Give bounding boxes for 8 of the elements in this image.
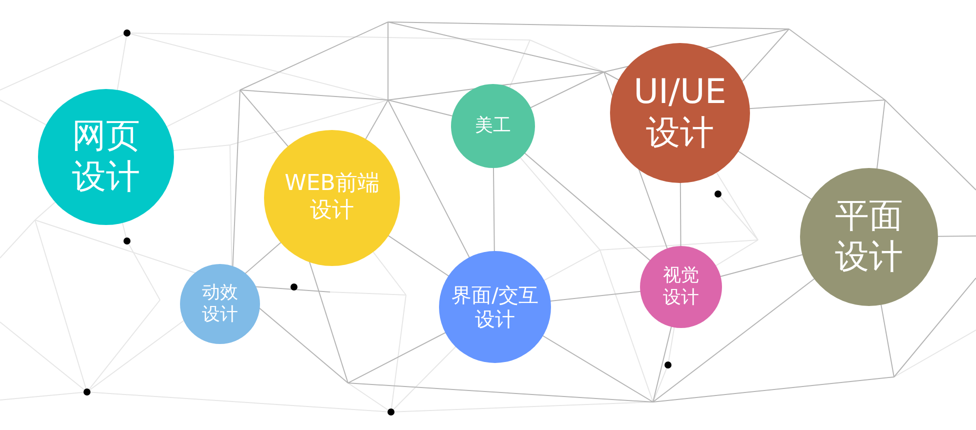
topic-circle: WEB前端设计 <box>264 130 400 266</box>
topic-circle: 界面/交互设计 <box>439 251 551 363</box>
topic-circle: 平面设计 <box>800 168 938 306</box>
topic-circle: 网页设计 <box>38 89 174 225</box>
topic-circle: UI/UE设计 <box>610 43 750 183</box>
topic-circle: 视觉设计 <box>640 246 722 328</box>
topic-circle: 动效设计 <box>180 264 260 344</box>
topic-circle: 美工 <box>451 84 535 168</box>
